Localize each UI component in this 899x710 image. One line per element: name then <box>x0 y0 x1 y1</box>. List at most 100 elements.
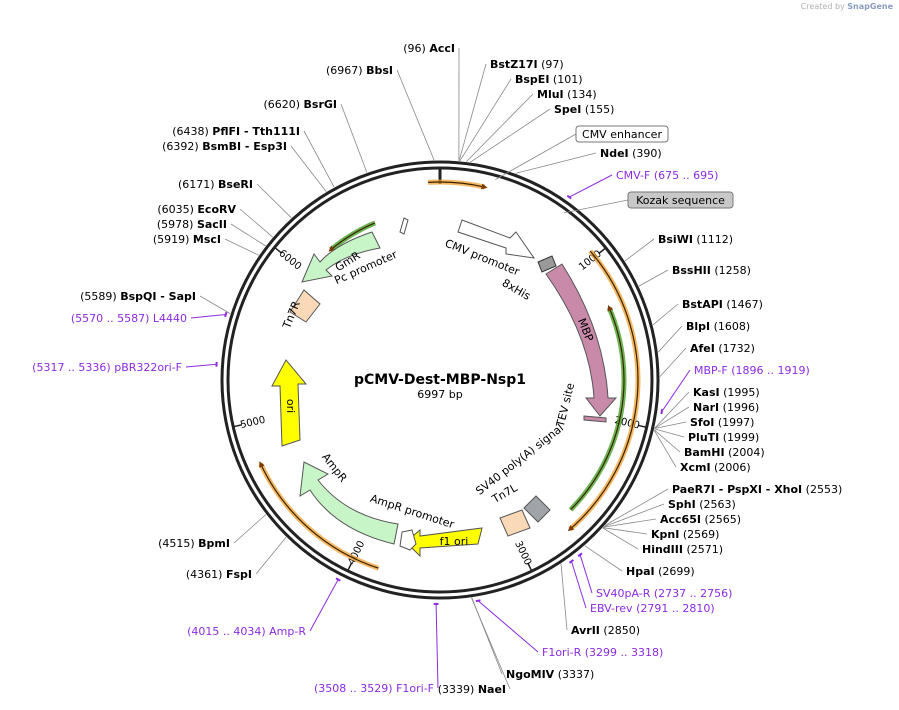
primer-mark <box>568 559 574 564</box>
primer-annotations: CMV-F (675 .. 695) MBP-F (1896 .. 1919) SV… <box>32 169 810 695</box>
site-leader <box>471 597 511 690</box>
orf-arcs <box>258 179 641 571</box>
site-bstapi: BstAPI (1467) <box>682 298 763 311</box>
primer-mark <box>577 552 583 558</box>
primer-mbp-f: MBP-F (1896 .. 1919) <box>694 364 810 377</box>
feature-label-sv40-poly-a-signal: SV40 poly(A) signal <box>473 421 566 497</box>
tick-mark <box>347 562 353 571</box>
ampr-promoter-arrow <box>399 529 417 551</box>
primer-cmv-f: CMV-F (675 .. 695) <box>616 169 718 182</box>
primer-pbr322ori-f: (5317 .. 5336) pBR322ori-F <box>32 361 182 374</box>
box-leader <box>495 133 577 180</box>
tev-site-marker <box>583 415 607 423</box>
site-leader <box>604 488 669 526</box>
tick-label: 6000 <box>276 248 303 272</box>
site-bsmbi: (6392) BsmBI - Esp3I <box>162 140 287 153</box>
site-nari: NarI (1996) <box>693 401 759 414</box>
site-leader <box>239 208 273 238</box>
backbone-outer <box>220 160 660 600</box>
tick-label: 3000 <box>512 539 533 567</box>
primer-amp-r: (4015 .. 4034) Amp-R <box>187 625 306 638</box>
site-leader <box>659 347 687 377</box>
ori-arrow <box>271 359 308 447</box>
site-avrii: AvrII (2850) <box>571 624 640 637</box>
primer-mark <box>566 194 572 200</box>
site-leader <box>256 183 292 219</box>
site-leader <box>515 152 597 174</box>
primer-leader <box>579 554 593 594</box>
site-bsrgi: (6620) BsrGI <box>263 98 337 111</box>
site-mlui: MluI (134) <box>537 88 597 101</box>
orf-gmr-green <box>328 222 376 252</box>
boxed-label-frame <box>575 125 669 143</box>
primer-leader <box>309 579 339 632</box>
primer-l4440: (5570 .. 5587) L4440 <box>71 312 187 325</box>
site-leader <box>255 536 287 575</box>
primer-leader <box>435 603 439 689</box>
site-leader <box>459 78 512 162</box>
primer-mark <box>660 409 664 415</box>
site-leader <box>602 527 648 535</box>
primer-mark <box>335 577 341 582</box>
tn7r-box <box>289 289 321 323</box>
site-leader <box>290 145 327 192</box>
site-leader <box>303 130 335 188</box>
feature-label-ori: ori <box>284 399 297 413</box>
site-leader <box>466 93 534 162</box>
site-bstz17i: BstZ17I (97) <box>490 58 564 71</box>
boxed-label-frame <box>627 191 734 209</box>
site-leader <box>603 518 657 528</box>
primer-ebv-rev: EBV-rev (2791 .. 2810) <box>590 602 715 615</box>
site-fspi: (4361) FspI <box>186 568 252 581</box>
site-leader <box>396 69 435 161</box>
orf-left-orange <box>259 461 379 569</box>
site-leader <box>653 430 677 468</box>
boxed-label-kozak-sequence: Kozak sequence <box>636 194 725 207</box>
credit-prefix: Created by <box>800 2 845 11</box>
site-acci: (96) AccI <box>403 42 455 55</box>
orf-right-orange <box>567 250 639 532</box>
feature-label-f1-ori: f1 ori <box>440 535 469 548</box>
site-kpni: KpnI (2569) <box>651 528 719 541</box>
primer-leader <box>661 369 691 412</box>
feature-label-8xhis: 8xHis <box>500 276 533 303</box>
site-leader <box>657 325 683 353</box>
tick-mark <box>274 247 283 254</box>
f1-ori-arrow <box>405 527 483 558</box>
site-leader <box>340 103 368 173</box>
site-bsiwi: BsiWI (1112) <box>658 233 733 246</box>
primer-leader <box>569 174 613 198</box>
site-leader <box>584 545 623 572</box>
tick-mark <box>598 247 606 255</box>
site-ngomiv: NgoMIV (3337) <box>506 668 594 681</box>
sv40-polya-box <box>523 495 551 523</box>
8xhis-marker <box>537 255 557 273</box>
primer-leader <box>190 314 226 319</box>
site-sacii: (5978) SacII <box>157 218 227 231</box>
site-leader <box>560 563 568 631</box>
primer-sv40pa-r: SV40pA-R (2737 .. 2756) <box>596 587 732 600</box>
primer-leader <box>571 561 587 609</box>
site-naei: (3339) NaeI <box>438 683 506 696</box>
ampr-arrow <box>299 461 399 545</box>
site-leader <box>470 108 551 163</box>
site-ndei: NdeI (390) <box>600 147 662 160</box>
site-bpmi: (4515) BpmI <box>158 537 230 550</box>
site-bamhi: BamHI (2004) <box>684 446 765 459</box>
cmv-promoter-arrow <box>457 219 536 259</box>
plasmid-length: 6997 bp <box>417 388 462 401</box>
tick-mark <box>234 424 243 428</box>
site-blpi: BlpI (1608) <box>686 320 750 333</box>
site-ecorv: (6035) EcoRV <box>157 203 236 216</box>
site-bspqi: (5589) BspQI - SapI <box>80 290 196 303</box>
primer-leader <box>185 363 217 368</box>
primer-mark <box>475 599 481 603</box>
tn7l-box <box>499 509 531 537</box>
site-bbsi: (6967) BbsI <box>326 64 393 77</box>
tick-mark <box>637 424 646 428</box>
pc-promoter-marker <box>399 217 409 235</box>
site-leader <box>654 421 687 429</box>
site-leader <box>233 514 267 544</box>
